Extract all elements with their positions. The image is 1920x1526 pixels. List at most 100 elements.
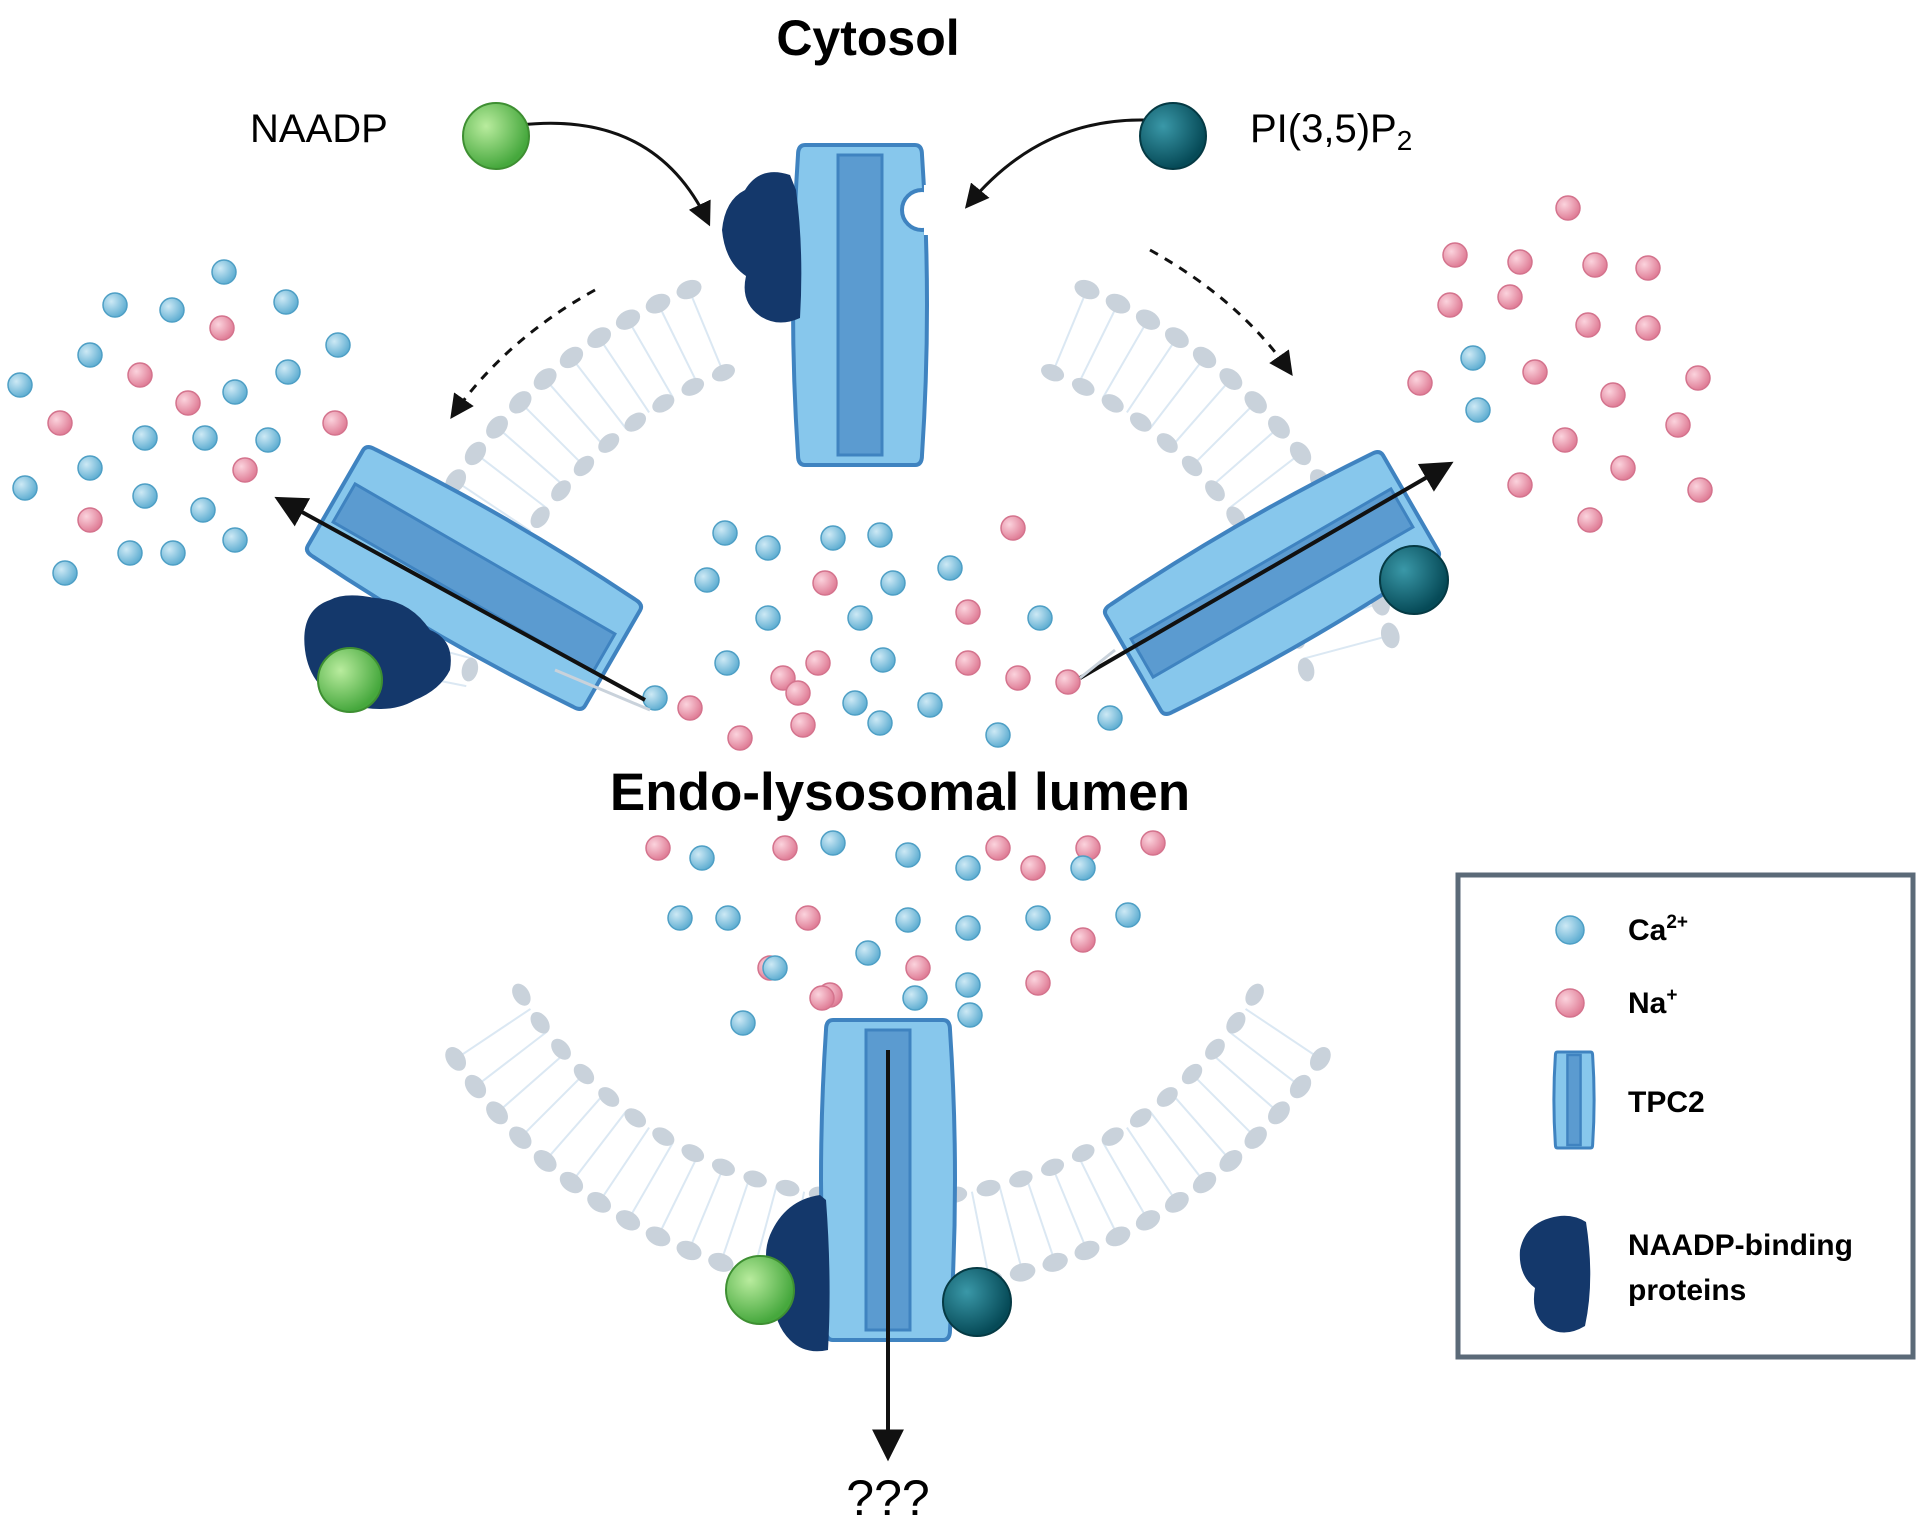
unknown-outcome-label: ??? [846, 1470, 929, 1526]
lipid-tail [496, 1052, 566, 1114]
ca-ion [1465, 397, 1491, 423]
na-ion [1000, 515, 1026, 541]
lipid-head [676, 279, 702, 300]
ca-ion [132, 483, 158, 509]
legend-na-label: Na+ [1628, 985, 1677, 1020]
cytosol-label: Cytosol [776, 10, 959, 66]
lipid-tail [657, 1155, 699, 1237]
legend-binding-protein-line1: NAADP-binding [1628, 1229, 1853, 1262]
na-ion [47, 410, 73, 436]
lipid-head [1101, 1127, 1124, 1146]
lipid-head [1009, 1170, 1033, 1188]
lipid-head [533, 1150, 557, 1172]
lipid-head [645, 1226, 671, 1247]
na-ion [1555, 195, 1581, 221]
lipid-head [598, 1087, 620, 1107]
lipid-head [1289, 1074, 1312, 1099]
lipid-head [573, 1063, 595, 1085]
lipid-tail [474, 452, 548, 510]
lipid-tail [474, 1030, 548, 1088]
lipid-tail [1244, 1008, 1321, 1060]
lipid-head [1289, 441, 1312, 466]
ca-ion [7, 372, 33, 398]
lipid-head [1245, 983, 1264, 1006]
na-ion [1025, 970, 1051, 996]
lipid-head [1042, 1252, 1068, 1272]
na-ion [1507, 472, 1533, 498]
lipid-tail [1210, 426, 1280, 488]
na-ion [677, 695, 703, 721]
lipid-head [486, 1101, 508, 1125]
na-ion [1497, 284, 1523, 310]
lipid-head [1164, 327, 1189, 349]
lipid-head [551, 1038, 571, 1060]
lipid-head [615, 309, 641, 330]
na-ion [209, 315, 235, 341]
na-ion [1687, 477, 1713, 503]
ca-ion [867, 522, 893, 548]
lipid-head [976, 1179, 1001, 1197]
lipid-head [1380, 622, 1400, 649]
lipid-head [461, 657, 479, 682]
lipid-head [652, 1127, 675, 1146]
ca-ion [160, 540, 186, 566]
lipid-tail [455, 480, 532, 532]
lipid-tail [998, 1185, 1024, 1273]
lipid-tail [519, 1073, 585, 1139]
ca-ion [937, 555, 963, 581]
lipid-head [1192, 1171, 1217, 1194]
lipid-head [1105, 293, 1131, 314]
ca-ion [1097, 705, 1123, 731]
na-ion [1005, 665, 1031, 691]
ca-ion [870, 647, 896, 673]
lipid-head [708, 1252, 734, 1272]
pip2-ligand-bottom [942, 1267, 1012, 1337]
na-ion [1610, 455, 1636, 481]
lipid-tail [570, 1110, 628, 1184]
na-ion [955, 599, 981, 625]
lipid-tail [598, 337, 650, 414]
lipid-tail [1170, 1092, 1232, 1162]
lipid-tail [1051, 1166, 1088, 1251]
ca-ion [985, 722, 1011, 748]
lipid-head [1041, 1158, 1065, 1176]
lipid-head [1135, 1210, 1161, 1231]
lipid-head [512, 983, 531, 1006]
release-arrow-right [1078, 461, 1454, 680]
na-ion [77, 507, 103, 533]
luminal-ions [642, 515, 1166, 1036]
lipid-tail [1228, 452, 1302, 510]
na-ion [1600, 382, 1626, 408]
lipid-tail [1051, 289, 1088, 374]
lipid-head [1009, 1262, 1036, 1282]
ca-ion [847, 605, 873, 631]
na-ion [175, 390, 201, 416]
na-ion [1442, 242, 1468, 268]
lipid-tail [1210, 1052, 1280, 1114]
lipid-head [1105, 1226, 1131, 1247]
na-ion [955, 650, 981, 676]
naadp-ligand-bottom [725, 1255, 795, 1325]
naadp-label: NAADP [250, 107, 388, 151]
lipid-head [486, 415, 508, 439]
ca-ion [325, 332, 351, 358]
na-ion [985, 835, 1011, 861]
ca-ion [917, 692, 943, 718]
ca-ion [730, 1010, 756, 1036]
na-ion [785, 680, 811, 706]
lipid-tail [544, 1092, 606, 1162]
released-ions-right [1407, 195, 1713, 533]
lipid-head [445, 1046, 467, 1071]
legend-ca-ion [1555, 915, 1585, 945]
ca-ion [867, 710, 893, 736]
lipid-tail [970, 1191, 991, 1281]
ca-ion [820, 525, 846, 551]
ca-ion [762, 955, 788, 981]
na-ion [1552, 427, 1578, 453]
lipid-tail [688, 289, 725, 374]
ca-ion [842, 690, 868, 716]
ca-ion [1460, 345, 1486, 371]
na-ion [1635, 255, 1661, 281]
ca-ion [902, 985, 928, 1011]
lipid-tail [1077, 303, 1119, 385]
